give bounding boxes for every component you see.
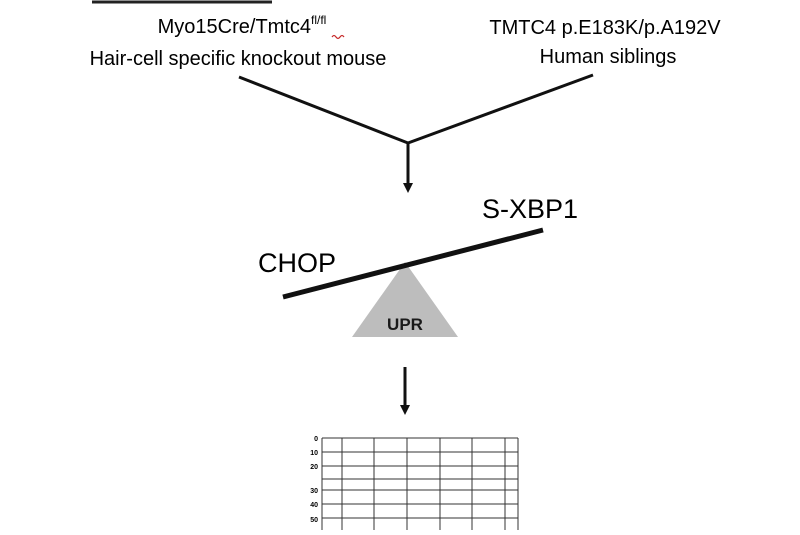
right-source-title: TMTC4 p.E183K/p.A192V bbox=[489, 17, 721, 39]
chop-label: CHOP bbox=[258, 248, 336, 278]
right-source-subtitle: Human siblings bbox=[540, 46, 677, 68]
y-tick-label: 50 bbox=[310, 517, 318, 524]
left-converging-line bbox=[238, 75, 409, 145]
s-xbp1-label: S-XBP1 bbox=[482, 194, 578, 224]
right-converging-line bbox=[407, 73, 594, 145]
left-source-subtitle: Hair-cell specific knockout mouse bbox=[90, 48, 387, 70]
y-tick-label: 0 bbox=[314, 436, 318, 443]
audiogram-y-tick-labels: 0 10 20 30 40 50 bbox=[310, 436, 318, 524]
upr-fulcrum-triangle bbox=[352, 262, 458, 337]
y-tick-label: 20 bbox=[310, 464, 318, 471]
y-tick-label: 10 bbox=[310, 450, 318, 457]
balance-beam bbox=[282, 227, 544, 300]
upr-label: UPR bbox=[387, 315, 423, 334]
audiogram-grid bbox=[321, 437, 519, 530]
left-source-title: Myo15Cre/Tmtc4fl/fl bbox=[158, 13, 327, 38]
audiogram: 0 10 20 30 40 50 bbox=[310, 436, 519, 530]
y-tick-label: 40 bbox=[310, 502, 318, 509]
spellcheck-squiggle bbox=[331, 34, 345, 40]
y-tick-label: 30 bbox=[310, 488, 318, 495]
